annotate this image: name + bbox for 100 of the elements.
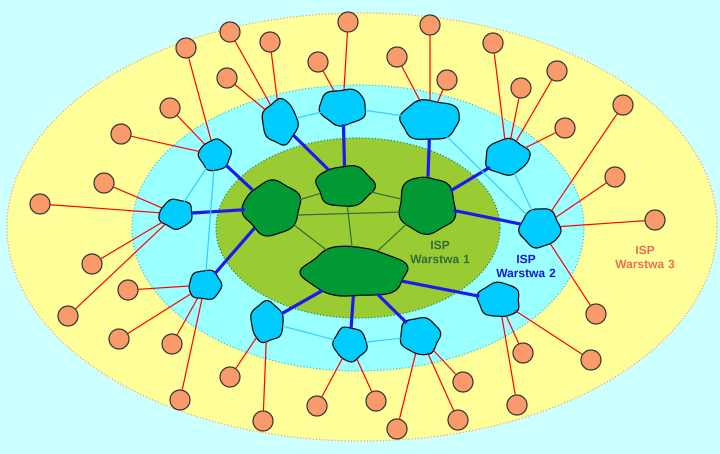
link-line [270, 52, 278, 102]
link-line [398, 354, 416, 419]
network-blob [250, 300, 284, 344]
link-line [556, 182, 607, 218]
link-line [446, 136, 527, 215]
link-line [128, 292, 192, 334]
host-circle [585, 303, 607, 325]
link-line [280, 289, 324, 316]
network-blob [262, 98, 299, 146]
network-blob [332, 326, 368, 362]
network-blob [485, 138, 531, 176]
network-blob [299, 246, 409, 297]
host-circle [161, 333, 183, 355]
network-blob [241, 179, 302, 237]
host-circle [506, 394, 528, 416]
link-line [401, 66, 422, 102]
link-line [342, 124, 346, 166]
network-blob [318, 88, 366, 127]
host-circle [604, 166, 626, 188]
link-line [401, 279, 480, 298]
host-circle [29, 193, 51, 215]
network-blob [399, 99, 460, 140]
link-line [214, 227, 256, 275]
host-circle [644, 209, 666, 231]
host-circle [259, 31, 281, 53]
link-line [131, 136, 200, 152]
link-line [321, 358, 343, 397]
network-blob [476, 282, 520, 318]
link-line [234, 40, 271, 105]
link-line [550, 244, 591, 306]
host-circle [482, 32, 504, 54]
host-circle [510, 77, 532, 99]
link-line [184, 167, 208, 202]
link-line [292, 224, 329, 252]
host-circle [216, 67, 238, 89]
link-line [182, 298, 203, 390]
host-circle [365, 390, 387, 412]
host-circle [447, 409, 469, 431]
link-line [524, 132, 556, 148]
link-line [235, 336, 258, 369]
host-circle [419, 14, 441, 36]
link-line [376, 292, 408, 324]
link-line [192, 208, 245, 215]
link-line [346, 206, 353, 248]
link-line [516, 80, 552, 142]
link-line [322, 70, 335, 92]
host-circle [81, 253, 103, 275]
link-line [494, 53, 506, 140]
link-line [429, 36, 431, 101]
host-circle [117, 279, 139, 301]
link-line [75, 224, 166, 310]
network-blob [400, 316, 442, 356]
link-line [437, 90, 444, 102]
link-line [100, 221, 163, 260]
host-circle [580, 349, 602, 371]
link-line [426, 139, 431, 177]
link-line [114, 186, 162, 208]
link-line [450, 166, 491, 192]
link-line [514, 172, 532, 211]
link-line [501, 316, 516, 395]
host-circle [159, 97, 181, 119]
link-line [50, 204, 160, 214]
network-blob [518, 208, 562, 249]
link-line [559, 220, 644, 228]
link-line [188, 58, 212, 140]
link-line [506, 316, 520, 344]
host-circle [386, 46, 408, 68]
link-line [282, 326, 334, 340]
host-circle [512, 342, 534, 364]
link-line [366, 338, 401, 343]
link-line [225, 164, 254, 191]
host-circle [307, 51, 329, 73]
host-circle [93, 172, 115, 194]
network-blob [198, 138, 232, 172]
link-line [378, 223, 408, 251]
link-line [292, 134, 330, 171]
host-circle [175, 37, 197, 59]
host-circle [386, 418, 408, 440]
link-line [176, 297, 198, 336]
host-circle [452, 371, 474, 393]
link-line [453, 208, 522, 226]
link-line [343, 32, 348, 90]
link-line [298, 211, 401, 216]
network-blob [398, 176, 456, 235]
host-circle [554, 117, 576, 139]
host-circle [337, 11, 359, 33]
link-line [550, 113, 618, 212]
host-circle [110, 123, 132, 145]
link-line [296, 112, 322, 119]
link-line [356, 358, 372, 392]
link-line [366, 110, 402, 116]
host-circle [306, 395, 328, 417]
link-line [350, 296, 355, 328]
network-blob [158, 198, 193, 230]
link-line [234, 84, 266, 111]
link-line [370, 191, 401, 200]
host-circle [252, 410, 274, 432]
host-circle [57, 305, 79, 327]
link-line [206, 170, 214, 271]
host-circle [108, 328, 130, 350]
